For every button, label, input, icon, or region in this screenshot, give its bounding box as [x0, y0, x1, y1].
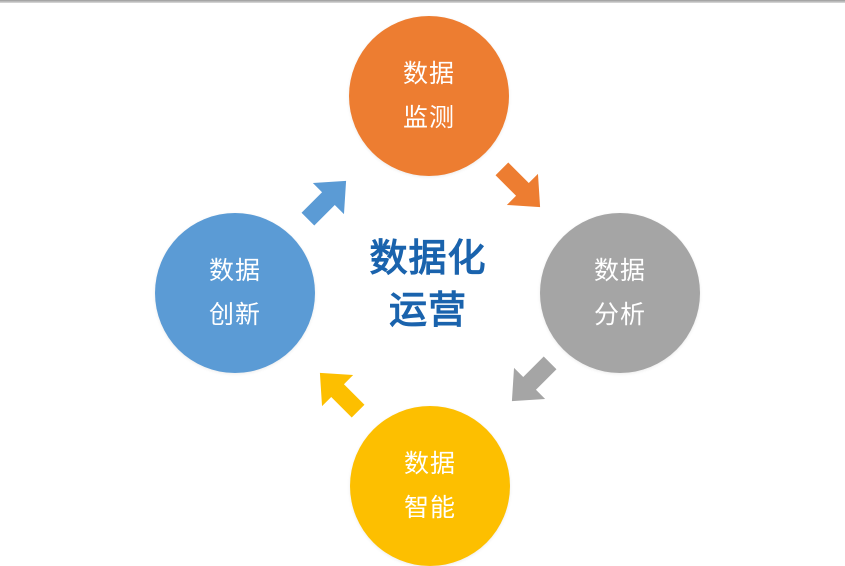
arrow-intelligence-to-innovation: [319, 372, 365, 418]
arrow-up-right-icon: [301, 180, 347, 226]
node-monitoring-line2: 监测: [402, 103, 455, 132]
node-data-analysis: 数据 分析: [540, 213, 700, 373]
node-data-intelligence: 数据 智能: [350, 406, 510, 566]
arrow-monitor-to-analysis: [495, 162, 541, 208]
arrow-up-left-icon: [319, 372, 365, 418]
node-monitoring-line1: 数据: [402, 59, 455, 88]
node-analysis-line1: 数据: [593, 256, 646, 285]
arrow-down-left-icon: [511, 356, 557, 402]
node-intelligence-line2: 智能: [403, 493, 456, 522]
node-data-monitoring: 数据 监测: [349, 16, 509, 176]
node-intelligence-line1: 数据: [403, 449, 456, 478]
center-title-line2: 运营: [388, 288, 467, 332]
node-innovation-line1: 数据: [208, 256, 261, 285]
node-data-innovation: 数据 创新: [155, 213, 315, 373]
arrow-innovation-to-monitor: [301, 180, 347, 226]
arrow-analysis-to-intelligence: [511, 356, 557, 402]
top-divider: [0, 0, 845, 3]
center-title-line1: 数据化: [369, 236, 487, 280]
center-title: 数据化 运营: [348, 232, 508, 336]
node-innovation-line2: 创新: [208, 300, 261, 329]
node-analysis-line2: 分析: [593, 300, 646, 329]
arrow-right-icon: [495, 162, 541, 208]
